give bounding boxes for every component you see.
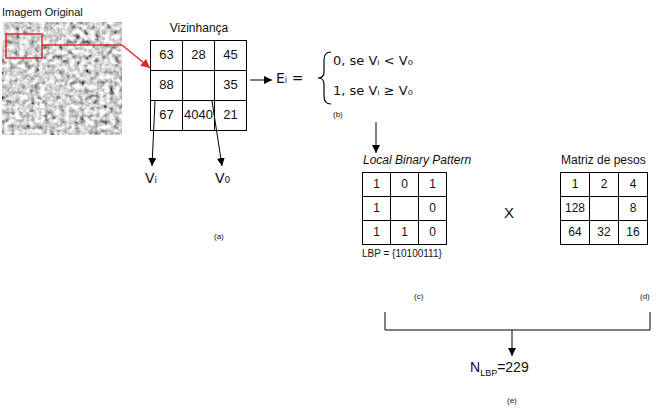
grid-cell: 1 [391, 221, 419, 245]
grid-cell [391, 197, 419, 221]
result-symbol: N [470, 359, 480, 375]
grid-value: 40 [184, 108, 198, 123]
result-formula: NLBP=229 [470, 358, 529, 376]
grid-value: 2 [601, 178, 608, 192]
grid-cell: 21 [215, 101, 247, 131]
result-value: =229 [497, 359, 529, 375]
grid-cell: 1 [363, 197, 391, 221]
grid-value: 1 [373, 202, 380, 216]
image-panel: Imagem Original [2, 6, 122, 138]
grid-title: Matriz de pesos [561, 154, 646, 168]
grid-value: 28 [191, 48, 205, 63]
equation-brace [318, 52, 331, 104]
grid-value: 128 [565, 202, 585, 216]
grid-cell: 1 [363, 173, 391, 197]
grid-cell: 63 [151, 41, 183, 71]
selection-box [6, 34, 42, 58]
grid-cell: 0 [419, 197, 447, 221]
grid-cell: 4 [619, 173, 648, 197]
grid-cell: 128 [561, 197, 590, 221]
grid-cell: 28 [183, 41, 215, 71]
grid-cell: 45 [215, 41, 247, 71]
grid-cell: 1 [561, 173, 590, 197]
grid-value: 1 [373, 226, 380, 240]
grid-value: 0 [429, 226, 436, 240]
panel-letter: (b) [333, 110, 343, 119]
grid-cell: 64 [561, 221, 590, 245]
grid-value: 21 [223, 108, 237, 123]
texture-image [2, 22, 122, 135]
grid-value: 88 [159, 78, 173, 93]
grid-value: 8 [630, 202, 637, 216]
equation-text: Eᵢ = [276, 70, 304, 86]
panel-letter: (a) [214, 232, 224, 241]
binary-code: LBP = {10100111} [362, 248, 442, 260]
grid-cell: 1 [363, 221, 391, 245]
connector-arrow [122, 45, 150, 68]
grid-cell: 67 [151, 101, 183, 131]
neighborhood-grid: Vizinhança632845883567404021 [150, 40, 247, 131]
panel-title: Imagem Original [2, 6, 83, 19]
grid-value: 67 [159, 108, 173, 123]
grid-cell: 32 [590, 221, 619, 245]
multiply-sign: X [504, 204, 514, 221]
grid-cell [183, 71, 215, 101]
merge-bracket [385, 312, 650, 330]
panel-letter: (e) [507, 396, 517, 405]
grid-cell: 16 [619, 221, 648, 245]
selection-leader [42, 44, 122, 46]
grid-value: 45 [223, 48, 237, 63]
grid-value: 4 [630, 178, 637, 192]
grid-value: 1 [429, 178, 436, 192]
grid-cell: 0 [391, 173, 419, 197]
grid-value: 35 [223, 78, 237, 93]
grid-value: 0 [401, 178, 408, 192]
grid-value: 40 [199, 108, 213, 123]
equation-text: 1, se Vᵢ ≥ V₀ [333, 84, 413, 99]
grid-cell: 1 [419, 173, 447, 197]
grid-title: Vizinhança [170, 22, 229, 36]
step-arrow [250, 80, 272, 81]
grid-value: 63 [159, 48, 173, 63]
grid-value: 32 [597, 226, 610, 240]
v0-pointer [212, 101, 222, 166]
grid-value: 1 [373, 178, 380, 192]
step-arrow [376, 122, 377, 153]
result-subscript: LBP [480, 368, 497, 378]
grid-cell: 0 [419, 221, 447, 245]
grid-title: Local Binary Pattern [363, 154, 471, 168]
variable-label: V₀ [215, 170, 230, 186]
lbp-grid: Local Binary Pattern10110110 [362, 172, 447, 245]
weight-matrix: Matriz de pesos1241288643216 [560, 172, 648, 245]
grid-value: 1 [572, 178, 579, 192]
grid-cell: 2 [590, 173, 619, 197]
variable-label: Vᵢ [145, 170, 157, 186]
grid-value: 64 [568, 226, 581, 240]
panel-letter: (c) [414, 292, 423, 301]
grid-cell: 8 [619, 197, 648, 221]
grid-cell: 88 [151, 71, 183, 101]
equation-text: 0, se Vᵢ < V₀ [333, 54, 413, 69]
vi-pointer [152, 101, 155, 166]
grid-cell [590, 197, 619, 221]
grid-value: 1 [401, 226, 408, 240]
grid-value: 16 [626, 226, 639, 240]
grid-value: 0 [429, 202, 436, 216]
grid-cell: 35 [215, 71, 247, 101]
panel-letter: (d) [640, 292, 650, 301]
step-arrow [512, 330, 513, 356]
grid-cell: 4040 [183, 101, 215, 131]
